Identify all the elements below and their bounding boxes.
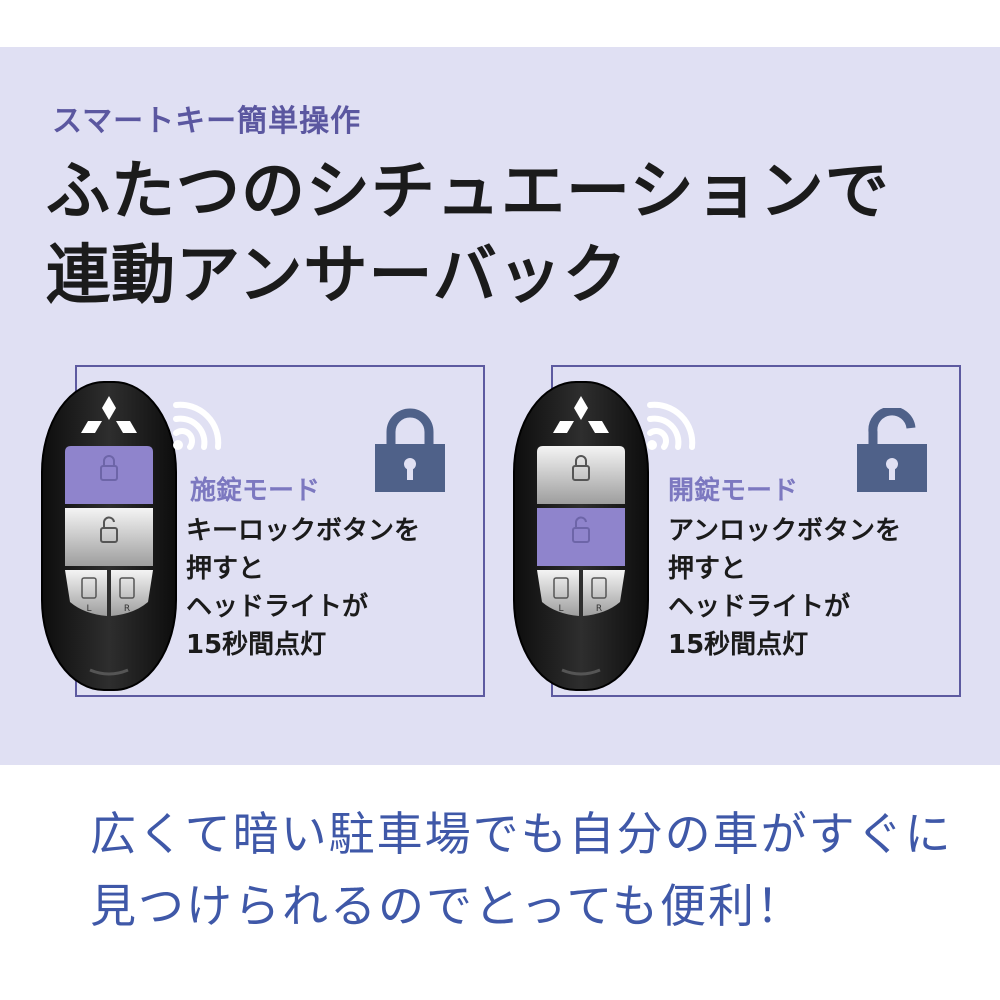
tagline-line-2: 見つけられるのでとっても便利！ bbox=[90, 879, 805, 933]
smart-key-fob-icon: L R bbox=[513, 381, 649, 691]
tagline-line-1: 広くて暗い駐車場でも自分の車がすぐに bbox=[90, 807, 953, 861]
mitsubishi-logo-icon bbox=[81, 396, 137, 433]
svg-text:L: L bbox=[558, 604, 563, 614]
unlock-mode-description: アンロックボタンを 押すと ヘッドライトが 15秒間点灯 bbox=[668, 512, 901, 664]
right-door-button bbox=[583, 570, 625, 616]
lock-mode-description: キーロックボタンを 押すと ヘッドライトが 15秒間点灯 bbox=[186, 512, 420, 664]
description-line: 押すと bbox=[668, 554, 747, 584]
tagline: 広くて暗い駐車場でも自分の車がすぐに 見つけられるのでとっても便利！ bbox=[90, 798, 953, 942]
headline-line-1: ふたつのシチュエーションで bbox=[46, 155, 890, 229]
page-subtitle: スマートキー簡単操作 bbox=[52, 104, 362, 139]
locked-padlock-icon bbox=[375, 408, 445, 492]
svg-text:R: R bbox=[596, 604, 602, 614]
description-line: キーロックボタンを bbox=[186, 516, 421, 546]
description-line: ヘッドライトが bbox=[186, 592, 369, 622]
mitsubishi-logo-icon bbox=[553, 396, 609, 433]
signal-waves-icon bbox=[647, 401, 696, 450]
description-line: 押すと bbox=[186, 554, 265, 584]
description-line: 15秒間点灯 bbox=[668, 630, 809, 660]
lock-button bbox=[537, 446, 625, 504]
description-line: ヘッドライトが bbox=[668, 592, 851, 622]
unlocked-padlock-icon bbox=[857, 408, 927, 492]
unlock-mode-label: 開錠モード bbox=[668, 476, 799, 506]
description-line: 15秒間点灯 bbox=[186, 630, 327, 660]
description-line: アンロックボタンを bbox=[668, 516, 901, 546]
lock-mode-label: 施錠モード bbox=[190, 476, 321, 506]
page-headline: ふたつのシチュエーションで 連動アンサーバック bbox=[46, 150, 890, 318]
signal-waves-icon bbox=[173, 401, 222, 450]
svg-text:R: R bbox=[124, 604, 130, 614]
right-door-button bbox=[111, 570, 153, 616]
smart-key-fob-icon: L R bbox=[41, 381, 177, 691]
svg-text:L: L bbox=[86, 604, 91, 614]
headline-line-2: 連動アンサーバック bbox=[46, 239, 628, 313]
lock-button-highlighted bbox=[65, 446, 153, 504]
